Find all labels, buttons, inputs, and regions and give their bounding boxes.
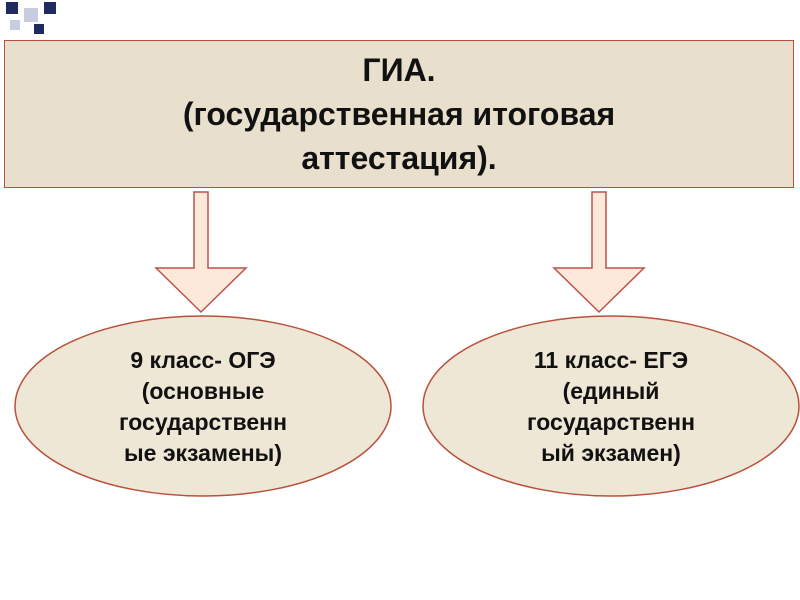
left-node-line-4: ые экзамены) [124, 440, 282, 466]
title-line-1: ГИА. [362, 52, 436, 88]
deco-square-4 [10, 20, 20, 30]
right-node-text: 11 класс- ЕГЭ (единый государственн ый э… [461, 334, 761, 480]
title-box: ГИА. (государственная итоговая аттестаци… [4, 40, 794, 188]
down-arrow-left [154, 191, 248, 314]
right-node-line-3: государственн [527, 409, 695, 435]
title-line-3: аттестация). [301, 140, 497, 176]
deco-square-2 [24, 8, 38, 22]
deco-square-3 [44, 2, 56, 14]
left-node-line-2: (основные [141, 378, 265, 404]
right-node-line-4: ый экзамен) [541, 440, 681, 466]
left-node-text: 9 класс- ОГЭ (основные государственн ые … [53, 334, 353, 480]
left-node-line-1: 9 класс- ОГЭ [130, 347, 276, 373]
left-node-line-3: государственн [119, 409, 287, 435]
corner-decoration-squares [6, 2, 56, 34]
right-node-line-2: (единый [562, 378, 660, 404]
title-line-2: (государственная итоговая [182, 96, 616, 132]
right-ellipse [422, 315, 800, 497]
down-arrow-right [552, 191, 646, 314]
right-node-line-1: 11 класс- ЕГЭ [533, 347, 689, 373]
deco-square-1 [6, 2, 18, 14]
deco-square-5 [34, 24, 44, 34]
left-ellipse [14, 315, 392, 497]
